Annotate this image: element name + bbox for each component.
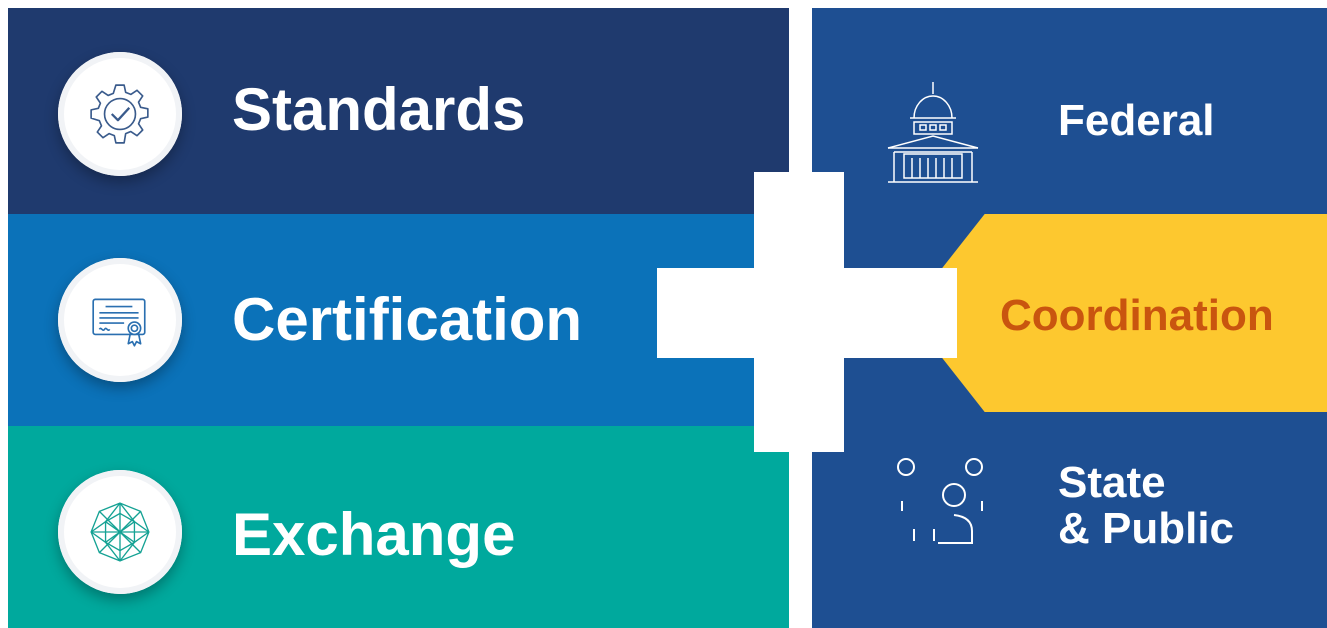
people-icon	[897, 458, 983, 544]
state-label: State	[1058, 458, 1166, 507]
public-label: & Public	[1058, 504, 1235, 553]
certification-label: Certification	[232, 286, 583, 353]
capitol-building-icon	[887, 82, 979, 183]
standards-label: Standards	[232, 76, 526, 143]
plus-icon-horizontal-bar	[657, 268, 957, 358]
standards-icon-badge	[58, 52, 182, 176]
certification-icon-badge	[58, 258, 182, 382]
coordination-banner	[938, 214, 1327, 412]
exchange-label: Exchange	[232, 501, 516, 568]
gear-checkmark-icon	[90, 84, 149, 144]
federal-label: Federal	[1058, 96, 1215, 145]
exchange-icon-badge	[58, 470, 182, 594]
coordination-label: Coordination	[1000, 291, 1274, 340]
network-sphere-icon	[90, 502, 150, 562]
certificate-icon	[92, 298, 146, 347]
